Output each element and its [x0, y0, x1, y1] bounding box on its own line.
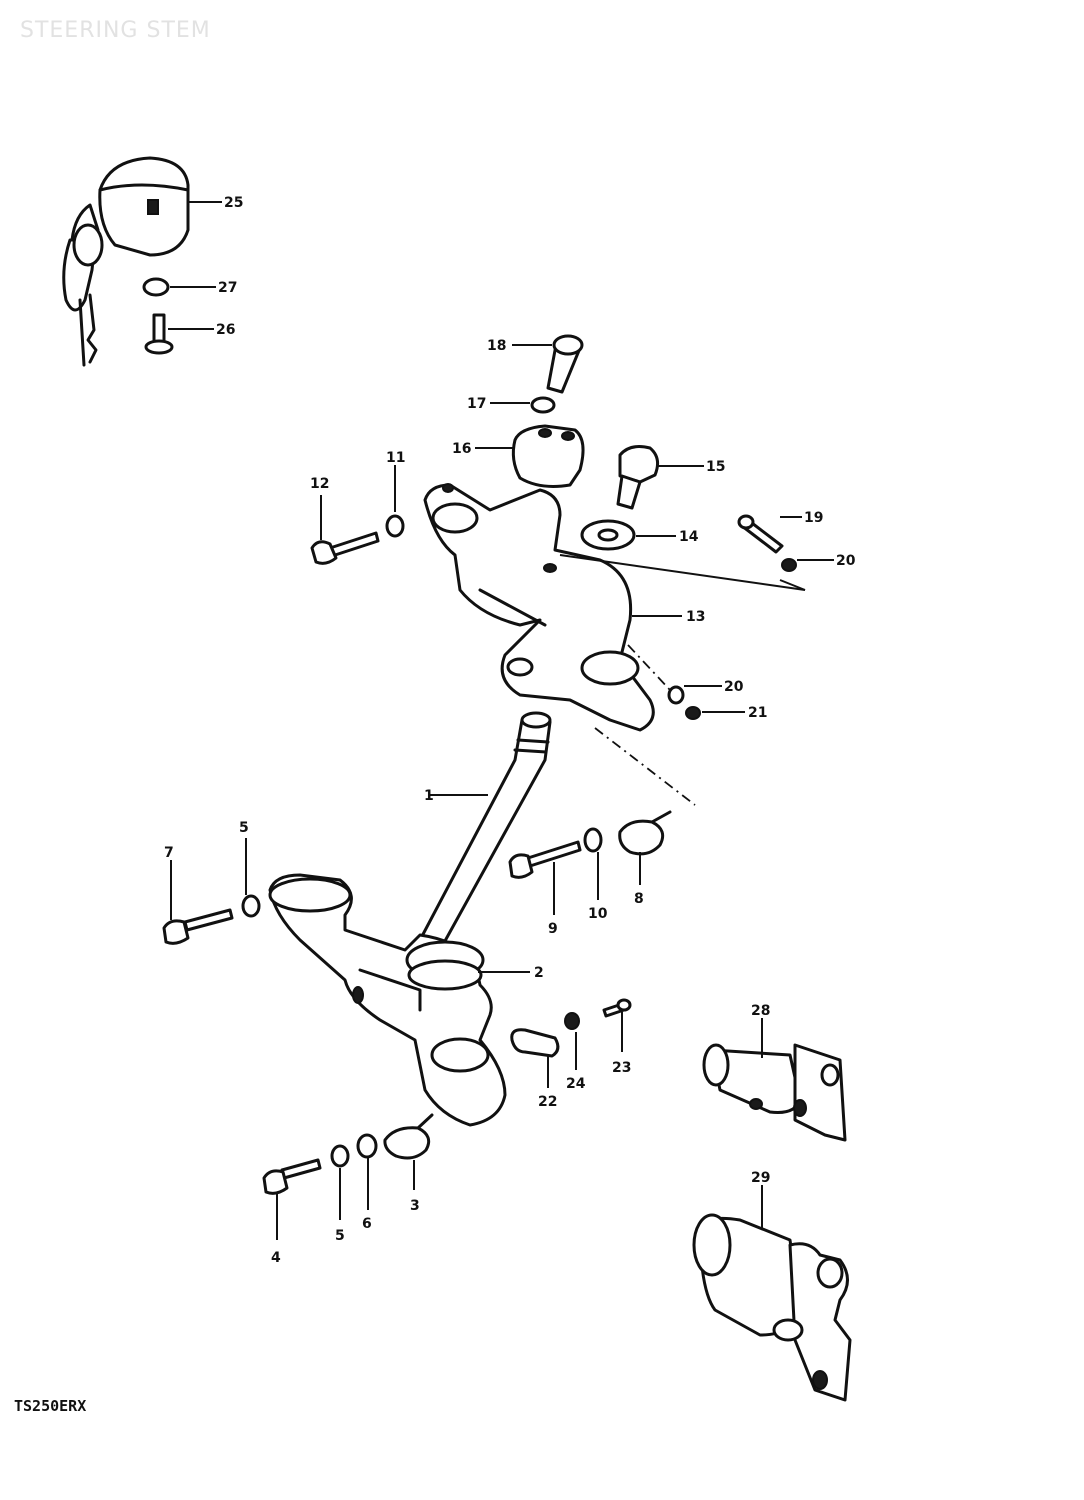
upper-bracket-13-part [423, 483, 655, 732]
circlip-8-part [618, 810, 672, 856]
callout-7: 7 [164, 845, 174, 861]
steering-lock-28-part [702, 1043, 847, 1142]
steering-stem-1-part [418, 711, 552, 952]
clamp-22-part [510, 1028, 560, 1058]
callout-5b: 5 [335, 1228, 345, 1244]
callout-23: 23 [612, 1060, 631, 1076]
callout-5a: 5 [239, 820, 249, 836]
screw-26-part [144, 313, 174, 355]
callout-15: 15 [706, 459, 725, 475]
bolt-4-part [262, 1158, 322, 1195]
bolt-7-part [162, 908, 234, 945]
callout-29: 29 [751, 1170, 770, 1186]
callout-28: 28 [751, 1003, 770, 1019]
washer-10-part [583, 827, 603, 853]
callout-25: 25 [224, 195, 243, 211]
callout-1: 1 [424, 788, 434, 804]
callout-2: 2 [534, 965, 544, 981]
model-code-label: TS250ERX [14, 1397, 87, 1415]
bolt-9-part [508, 840, 582, 879]
handlebar-holder-16-part [511, 424, 585, 488]
circlip-3-part [383, 1113, 434, 1160]
nut-21-part [685, 706, 701, 720]
washer-17-part [530, 396, 556, 414]
callout-10: 10 [588, 906, 608, 922]
nut-20-part [781, 558, 797, 572]
nut-11-part [385, 514, 405, 538]
lower-bracket-part [268, 873, 507, 1127]
callout-8: 8 [634, 891, 644, 907]
callout-21: 21 [748, 705, 767, 721]
bolt-19-part [737, 514, 784, 554]
washer-5-part [241, 894, 261, 918]
callout-24: 24 [566, 1076, 586, 1092]
steering-lock-29-part [692, 1213, 852, 1402]
callout-20a: 20 [836, 553, 856, 569]
callout-20b: 20 [724, 679, 744, 695]
washer-5-lower-part [330, 1144, 350, 1168]
callout-3a: 3 [410, 1198, 420, 1214]
callout-19: 19 [804, 510, 823, 526]
bolt-12-part [310, 531, 380, 565]
diagram-title: STEERING STEM [20, 18, 211, 43]
nut-24-part [564, 1012, 580, 1030]
callout-9: 9 [548, 921, 558, 937]
callout-14: 14 [679, 529, 699, 545]
callout-22: 22 [538, 1094, 557, 1110]
callout-27: 27 [218, 280, 237, 296]
callout-16: 16 [452, 441, 471, 457]
screw-23-part [602, 998, 632, 1018]
washer-6-part [356, 1133, 378, 1159]
bolt-15-part [616, 445, 660, 510]
callout-11: 11 [386, 450, 405, 466]
callout-4: 4 [271, 1250, 281, 1266]
ignition-switch-part [62, 156, 190, 367]
callout-13: 13 [686, 609, 705, 625]
bolt-18-part [546, 334, 584, 394]
washer-14-part [580, 519, 636, 551]
nut-20-lower-part [667, 685, 685, 705]
washer-27-part [142, 277, 170, 297]
callout-17: 17 [467, 396, 486, 412]
callout-6: 6 [362, 1216, 372, 1232]
callout-26: 26 [216, 322, 235, 338]
callout-12: 12 [310, 476, 329, 492]
callout-18: 18 [487, 338, 506, 354]
